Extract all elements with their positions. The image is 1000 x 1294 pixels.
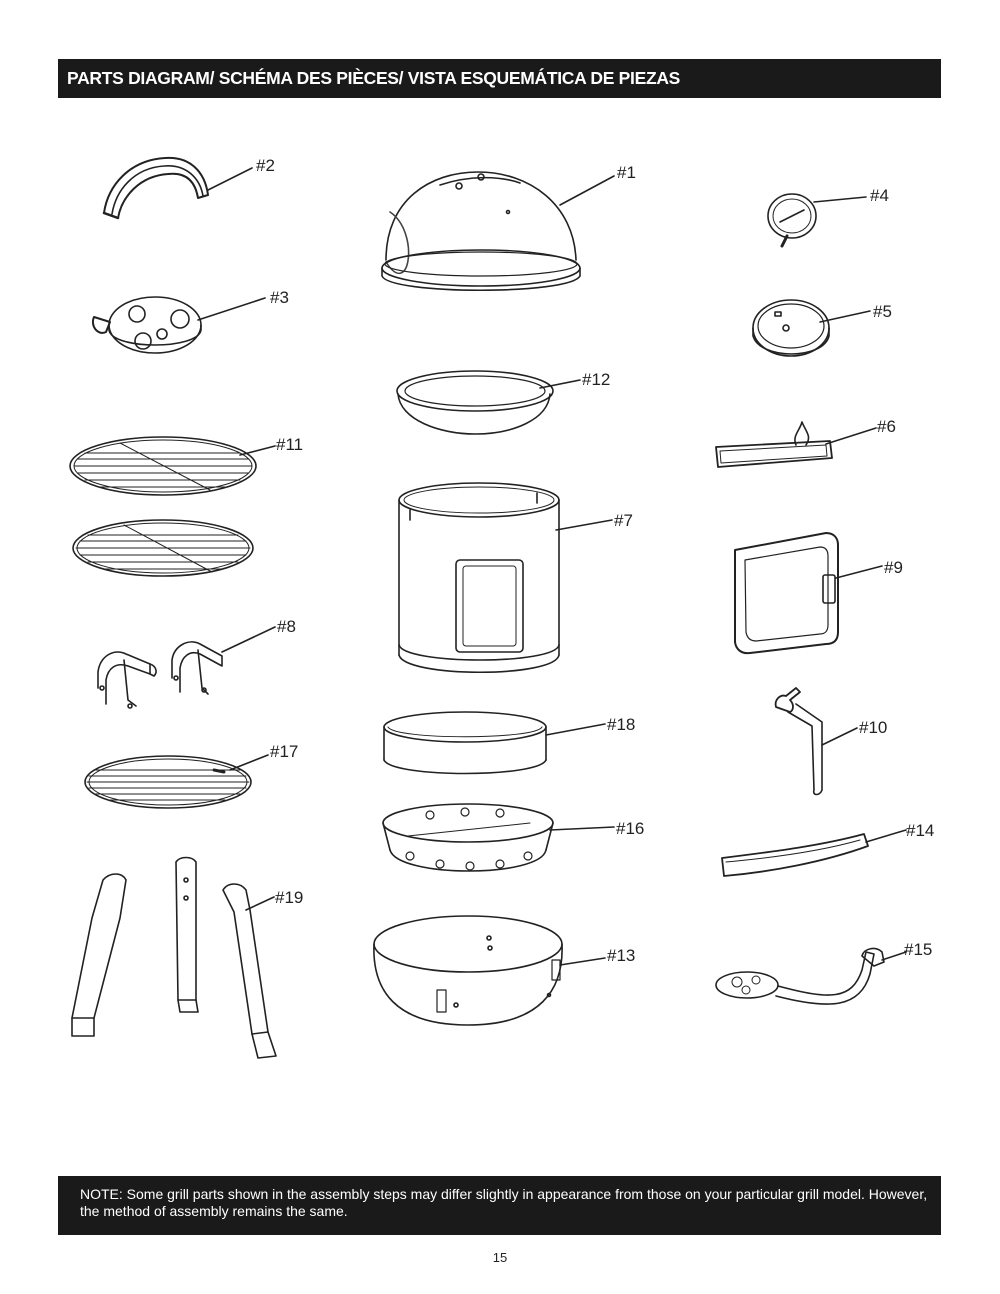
note-box: NOTE: Some grill parts shown in the asse… [58, 1176, 941, 1235]
callout-13: #13 [607, 946, 635, 965]
part-14-strap [721, 829, 907, 877]
callout-17: #17 [270, 742, 298, 761]
part-1-lid [381, 171, 615, 291]
part-4-thermometer [767, 193, 867, 248]
part-11-cooking-grates [69, 436, 276, 577]
callout-10: #10 [859, 718, 887, 737]
callout-11: #11 [276, 435, 303, 454]
section-title: PARTS DIAGRAM/ SCHÉMA DES PIÈCES/ VISTA … [67, 68, 681, 88]
callout-3: #3 [270, 288, 289, 307]
callout-2: #2 [256, 156, 275, 175]
callout-6: #6 [877, 417, 896, 436]
part-5-vent [752, 299, 871, 357]
callout-1: #1 [617, 163, 636, 182]
callout-16: #16 [616, 819, 644, 838]
part-18-ring [383, 711, 606, 775]
callout-15: #15 [904, 940, 932, 959]
callout-12: #12 [582, 370, 610, 389]
callout-18: #18 [607, 715, 635, 734]
part-19-legs [71, 856, 277, 1059]
part-10-pipe [774, 687, 858, 796]
note-text: NOTE: Some grill parts shown in the asse… [80, 1186, 928, 1219]
part-16-charcoal-ring [382, 803, 615, 872]
part-17-charcoal-grate [84, 754, 269, 809]
part-7-body [398, 482, 613, 673]
part-2-handle [102, 156, 253, 220]
callout-14: #14 [906, 821, 934, 840]
part-15-ash-tool [715, 947, 907, 1005]
part-8-brackets [97, 626, 276, 709]
part-9-door [734, 532, 883, 655]
section-header: PARTS DIAGRAM/ SCHÉMA DES PIÈCES/ VISTA … [58, 59, 941, 98]
part-3-damper [92, 296, 266, 354]
callout-7: #7 [614, 511, 633, 530]
part-13-bowl [373, 915, 606, 1026]
callout-4: #4 [870, 186, 889, 205]
part-6-logo-badge [715, 421, 877, 468]
callout-5: #5 [873, 302, 892, 321]
callout-9: #9 [884, 558, 903, 577]
callout-19: #19 [275, 888, 303, 907]
callout-8: #8 [277, 617, 296, 636]
page-number: 15 [492, 1250, 508, 1265]
part-12-water-pan [396, 370, 581, 435]
